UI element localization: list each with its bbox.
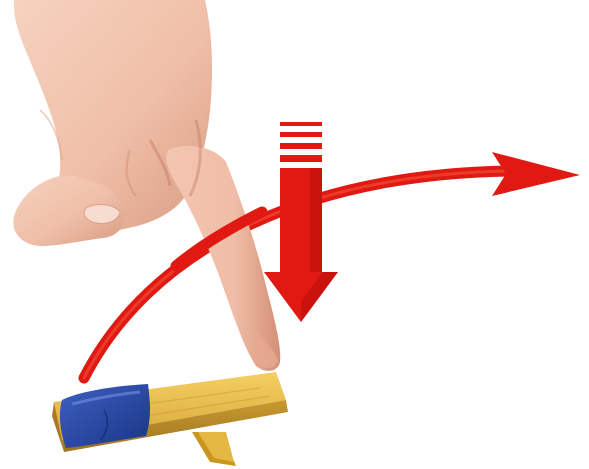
fulcrum: [192, 432, 236, 466]
downward-arrow: [264, 122, 338, 322]
hand: [13, 0, 280, 371]
